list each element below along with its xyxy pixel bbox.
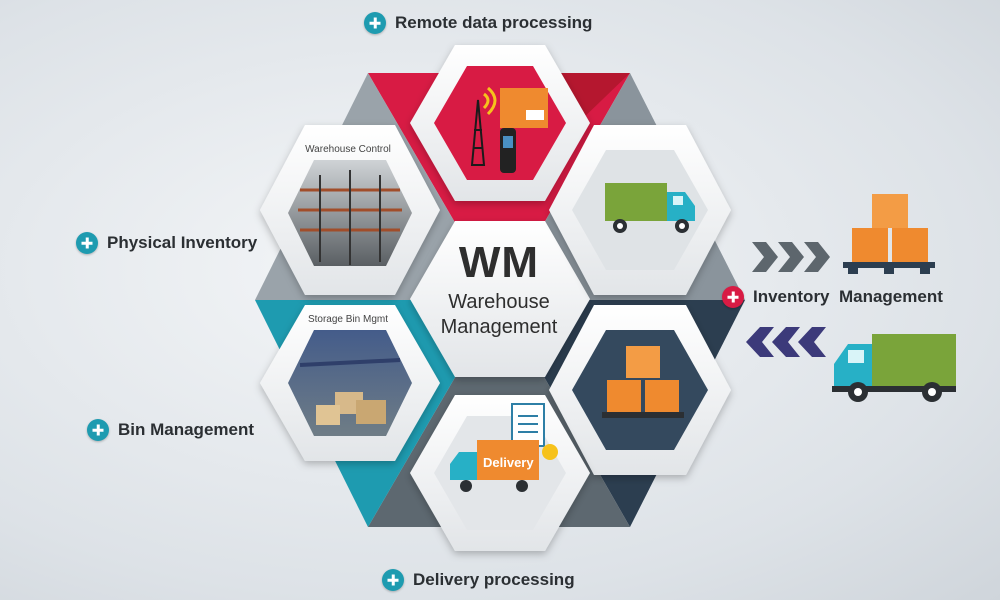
plus-circle-icon[interactable] (364, 12, 386, 34)
hex-storage-bin (260, 305, 440, 461)
callout-delivery-processing[interactable]: Delivery processing (382, 569, 575, 591)
plus-circle-icon[interactable] (382, 569, 404, 591)
callout-remote-data-label: Remote data processing (395, 13, 593, 32)
plus-circle-icon[interactable] (76, 232, 98, 254)
delivery-truck-icon (450, 403, 558, 492)
storage-bin-photo (299, 358, 401, 425)
hex-remote-data (410, 45, 590, 201)
callout-inventory-management[interactable]: Inventory Management (722, 286, 943, 308)
callout-bin-management-label: Bin Management (118, 420, 255, 439)
hex-warehouse-control (260, 125, 440, 295)
callout-physical-inventory-label: Physical Inventory (107, 233, 258, 252)
hex-boxes (549, 305, 731, 475)
callout-delivery-processing-label: Delivery processing (413, 570, 575, 589)
large-truck-icon (832, 334, 956, 402)
callout-bin-management[interactable]: Bin Management (87, 419, 254, 441)
chevron-arrows-icon (746, 242, 830, 357)
warehouse-shelves-photo (298, 170, 402, 265)
truck-icon (605, 183, 695, 233)
plus-circle-icon[interactable] (87, 419, 109, 441)
hex-center (410, 221, 590, 377)
center-subtitle: Warehouse Management (424, 290, 574, 340)
delivery-truck-label: Delivery (483, 455, 534, 470)
warehouse-control-label: Warehouse Control (305, 144, 391, 155)
plus-circle-icon[interactable] (722, 286, 744, 308)
tower-scanner-icon (470, 86, 548, 173)
pallet-boxes-icon (843, 194, 935, 274)
storage-bin-label: Storage Bin Mgmt (307, 314, 389, 325)
boxes-icon (602, 346, 684, 418)
hex-delivery (410, 395, 590, 551)
center-subtitle-line1: Warehouse (448, 291, 550, 313)
hex-truck (549, 125, 731, 295)
callout-remote-data[interactable]: Remote data processing (364, 12, 592, 34)
center-subtitle-line2: Management (440, 316, 558, 338)
callout-physical-inventory[interactable]: Physical Inventory (76, 232, 257, 254)
center-title: WM (458, 238, 540, 287)
callout-inventory-management-label: Inventory Management (753, 287, 943, 306)
